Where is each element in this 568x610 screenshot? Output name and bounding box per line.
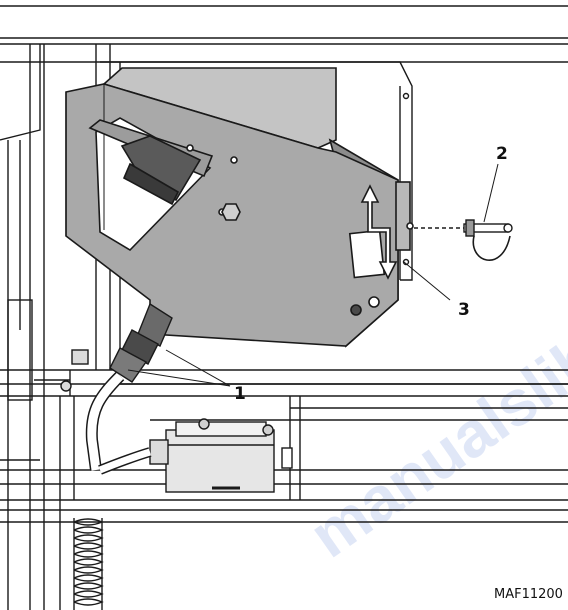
callout-2: 2 (496, 144, 508, 164)
leader-lines (127, 163, 499, 387)
nozzle-fitting (60, 302, 173, 392)
watermark: manualslib (297, 321, 568, 572)
nozzle-holder-housing (65, 67, 414, 348)
cables (73, 371, 152, 610)
hex-bolt (221, 203, 241, 221)
leader-3 (403, 261, 451, 301)
connector-box (149, 418, 293, 493)
figure-id: MAF11200 (494, 587, 563, 602)
leader-1b (127, 369, 231, 387)
callout-3: 3 (458, 300, 470, 320)
movement-arrow (360, 184, 398, 280)
leader-2 (483, 163, 499, 223)
leader-1a (165, 349, 231, 387)
coiled-cable (73, 518, 104, 610)
callout-1: 1 (234, 384, 246, 404)
locking-pin (414, 219, 513, 261)
housing-hole (230, 156, 238, 164)
housing-hole (186, 144, 194, 152)
svg-text:manualslib: manualslib (297, 321, 568, 572)
